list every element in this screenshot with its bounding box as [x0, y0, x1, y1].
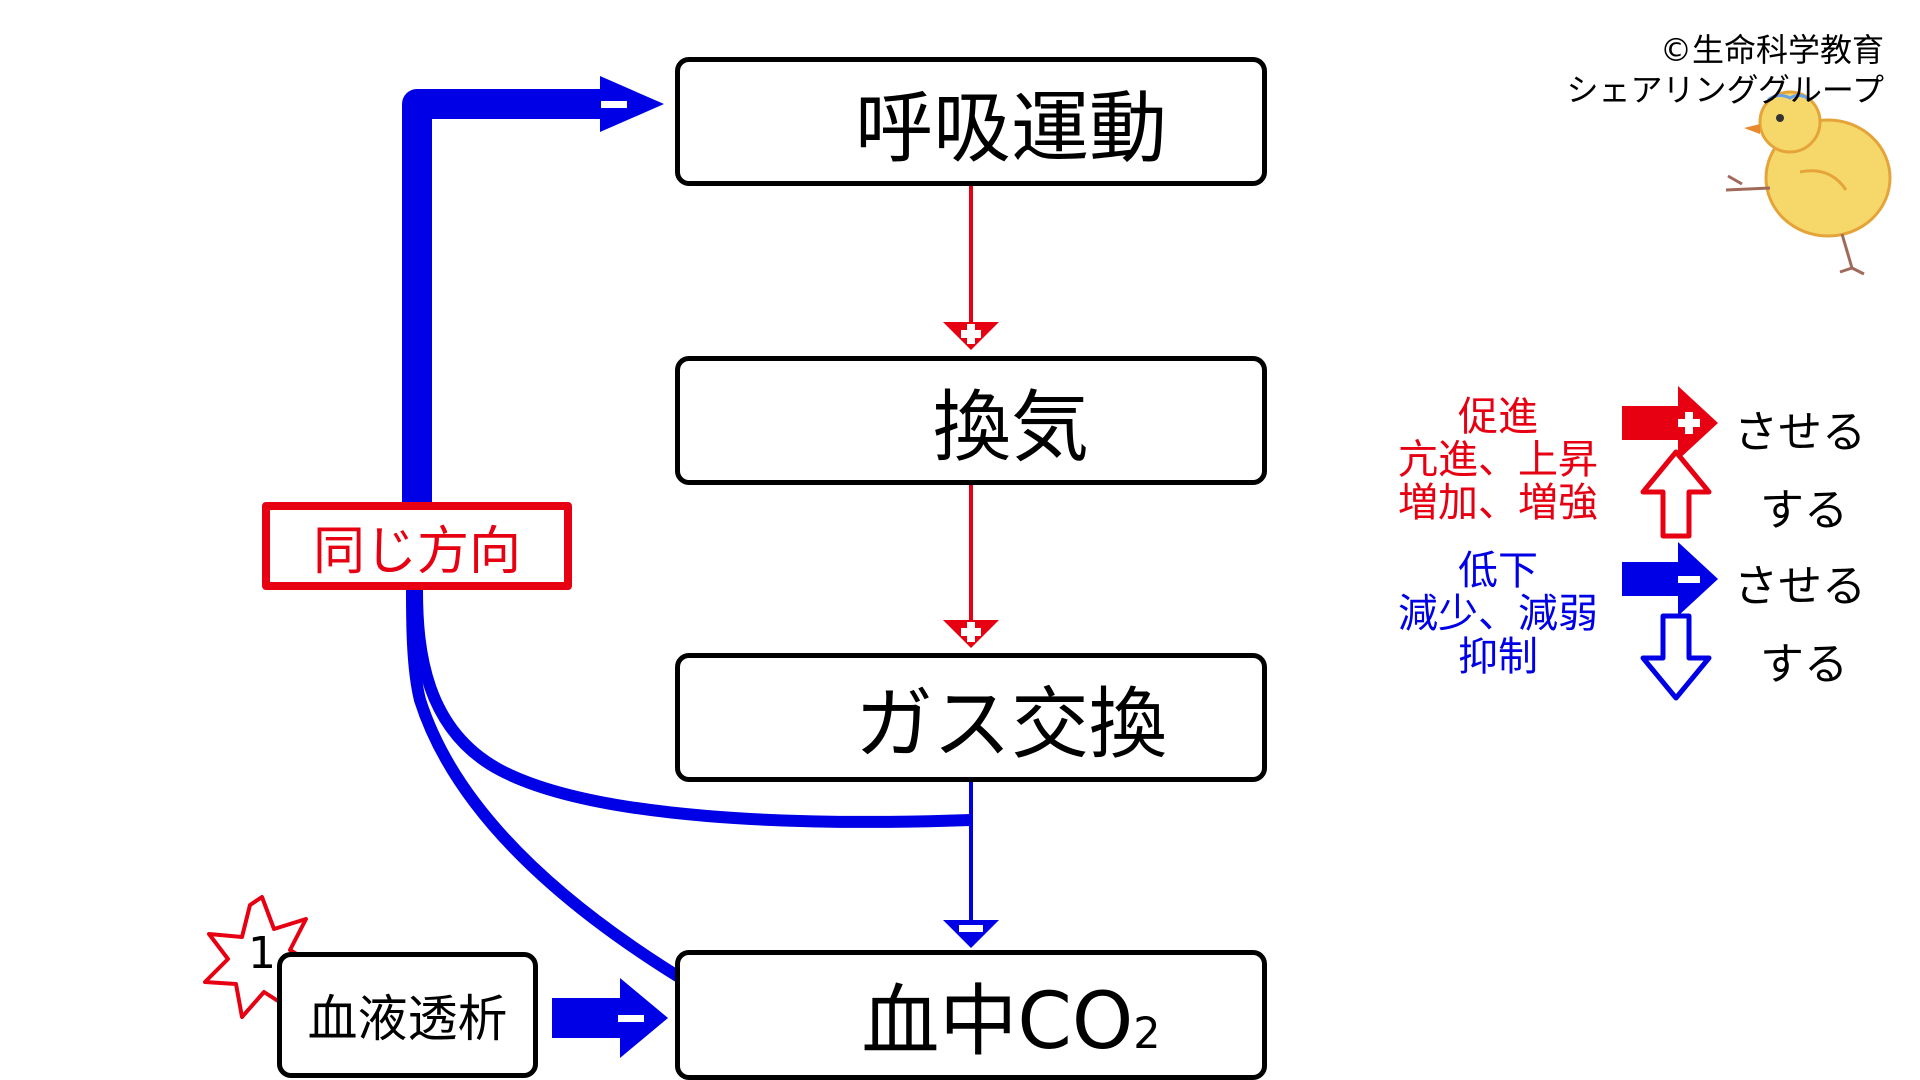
arrow-respiration-to-ventilation	[943, 184, 999, 350]
feedback-curve-blood-co2	[406, 589, 701, 994]
credit-block: ©生命科学教育 シェアリンググループ	[1567, 30, 1884, 110]
blood-co2-main-text: 血中CO	[861, 977, 1134, 1067]
node-hemodialysis-label: 血液透析	[307, 990, 508, 1048]
legend-blue-term: 減少、減弱	[1398, 591, 1598, 637]
legend-red-hollow-up-arrow-icon	[1640, 449, 1712, 539]
node-hemodialysis: 血液透析	[277, 952, 538, 1078]
node-gas-exchange: ガス交換	[675, 653, 1267, 782]
legend-suru-blue: する	[1760, 639, 1848, 690]
node-respiratory-movement: 呼吸運動	[675, 57, 1267, 186]
arrow-gas-exchange-to-blood-co2	[943, 782, 999, 948]
node-respiratory-movement-label: 呼吸運動	[854, 83, 1167, 174]
arrow-ventilation-to-gas-exchange	[943, 484, 999, 648]
legend-red-promote-arrow-icon	[1622, 386, 1718, 460]
blood-co2-subscript: 2	[1133, 1009, 1161, 1060]
node-ventilation: 換気	[675, 356, 1267, 485]
chick-icon	[1725, 90, 1892, 276]
legend-suru-red: する	[1760, 485, 1848, 536]
same-direction-label: 同じ方向	[262, 502, 572, 590]
arrow-dialysis-to-blood-co2	[552, 978, 668, 1058]
node-gas-exchange-label: ガス交換	[854, 679, 1167, 770]
legend-red-term: 亢進、上昇	[1398, 437, 1598, 483]
legend-red-term: 促進	[1458, 394, 1538, 440]
legend-red-term: 増加、増強	[1398, 480, 1598, 526]
credit-line-1: ©生命科学教育	[1659, 31, 1884, 69]
legend-red-terms: 促進 亢進、上昇 増加、増強	[1388, 396, 1608, 525]
legend-blue-suppress-arrow-icon	[1622, 542, 1718, 616]
legend-blue-terms: 低下 減少、減弱 抑制	[1388, 550, 1608, 679]
badge-number: 1	[248, 928, 276, 979]
explosion-badge-icon	[203, 895, 320, 1019]
legend-blue-term: 抑制	[1458, 634, 1538, 680]
legend-blue-term: 低下	[1458, 548, 1538, 594]
credit-line-2: シェアリンググループ	[1566, 71, 1884, 109]
legend-saseru-red: させる	[1734, 407, 1866, 458]
feedback-curve-gas-exchange	[411, 589, 972, 828]
feedback-arrow-to-respiration	[402, 76, 664, 505]
node-ventilation-label: 換気	[932, 382, 1089, 473]
legend-blue-hollow-down-arrow-icon	[1640, 613, 1712, 701]
legend-saseru-blue: させる	[1734, 561, 1866, 612]
